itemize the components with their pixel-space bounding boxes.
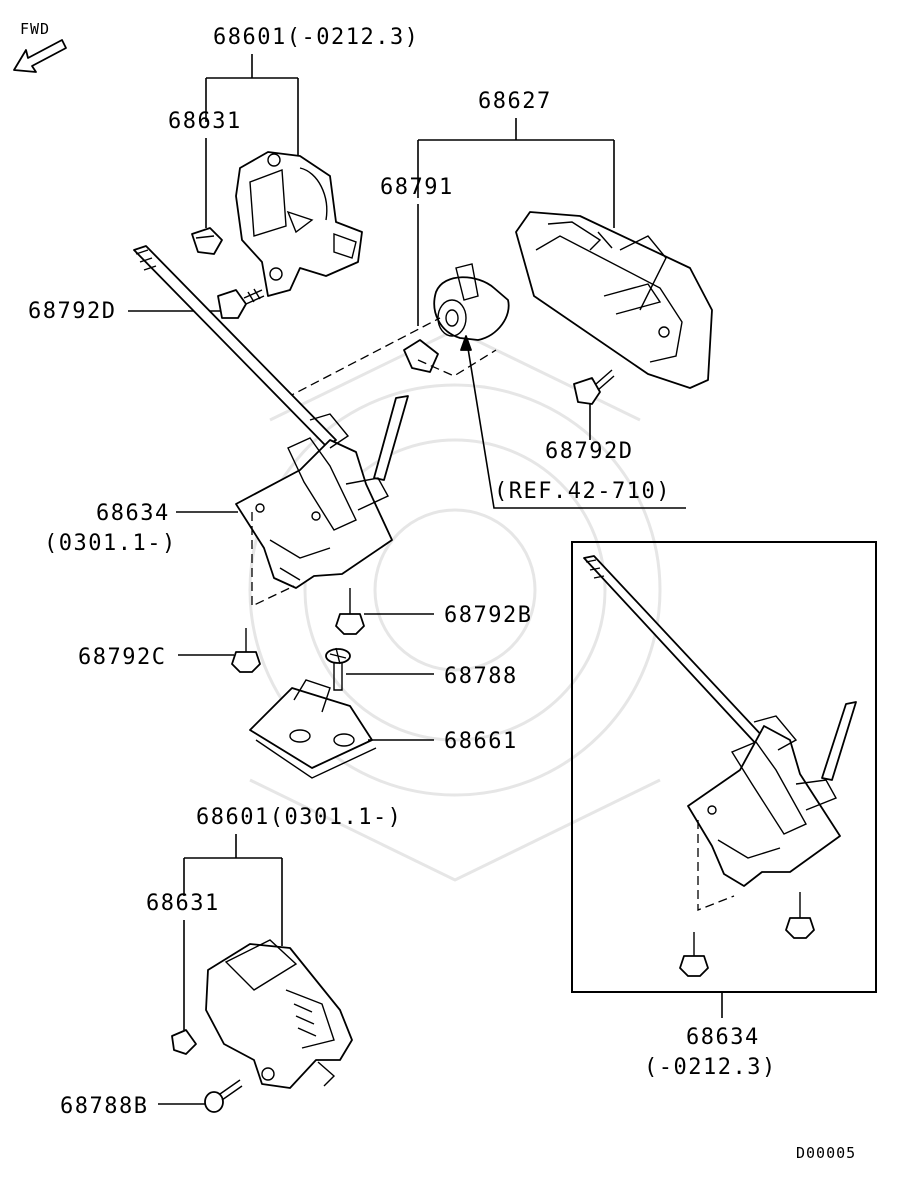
callout-68627: 68627 xyxy=(478,89,552,114)
callout-68634-inset-range: (-0212.3) xyxy=(644,1055,777,1080)
screw-68788B xyxy=(204,1079,243,1113)
callout-68631-bottom: 68631 xyxy=(146,891,220,916)
clip-68631-top xyxy=(191,227,223,255)
bolt-68792C xyxy=(231,628,261,673)
callout-68788: 68788 xyxy=(444,664,518,689)
latch-68634-main xyxy=(235,413,393,589)
fwd-label: FWD xyxy=(20,20,50,38)
outside-handle-68627 xyxy=(515,211,713,389)
callout-68791: 68791 xyxy=(380,175,454,200)
clip-68791 xyxy=(403,339,439,373)
diagram-code: D00005 xyxy=(796,1144,856,1162)
callout-68788B: 68788B xyxy=(60,1094,148,1119)
inset-frame xyxy=(571,541,877,993)
latch-68634-inset xyxy=(687,715,841,887)
callout-68601-bottom: 68601(0301.1-) xyxy=(196,805,402,830)
callout-68601-top: 68601(-0212.3) xyxy=(213,25,419,50)
bolt-inset-left xyxy=(679,932,709,977)
ref-42-710-label: (REF.42-710) xyxy=(494,479,671,504)
bolt-inset-right xyxy=(785,892,815,939)
striker-68661 xyxy=(249,679,377,779)
callout-68792C: 68792C xyxy=(78,645,166,670)
actuator-68601-bottom xyxy=(205,939,353,1089)
screw-68788 xyxy=(325,647,351,691)
callout-68634-main-range: (0301.1-) xyxy=(44,531,177,556)
callout-68792B: 68792B xyxy=(444,603,532,628)
actuator-68601-top xyxy=(235,151,363,297)
callout-68792D-left: 68792D xyxy=(28,299,116,324)
callout-68631-top: 68631 xyxy=(168,109,242,134)
fwd-arrow-icon xyxy=(13,39,67,73)
clip-68631-bottom xyxy=(171,1029,197,1055)
callout-68661: 68661 xyxy=(444,729,518,754)
bolt-68792B xyxy=(335,588,365,635)
callout-68634-inset: 68634 xyxy=(686,1025,760,1050)
callout-68792D-right: 68792D xyxy=(545,439,633,464)
bolt-68792D-left xyxy=(217,288,265,319)
callout-68634-main: 68634 xyxy=(96,501,170,526)
bolt-68792D-right xyxy=(573,369,615,405)
key-cylinder-68791 xyxy=(433,263,510,341)
